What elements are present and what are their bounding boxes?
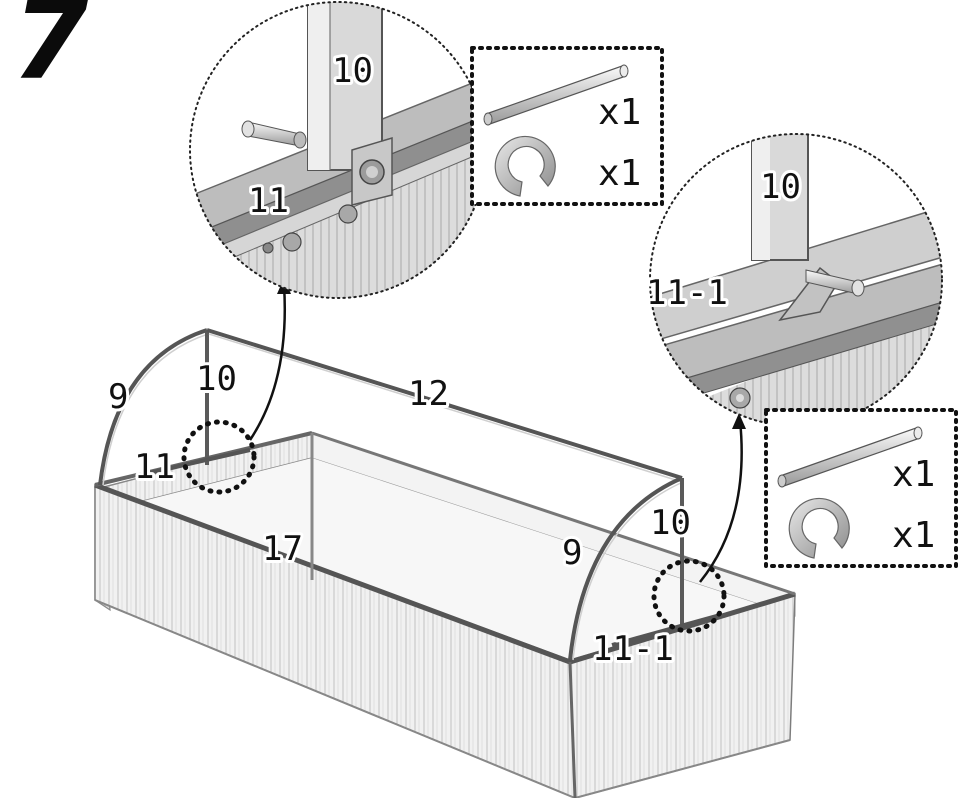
e-clip-icon bbox=[788, 497, 850, 559]
label-part-10-left: 10 bbox=[196, 359, 237, 399]
parts-box-right bbox=[764, 408, 958, 568]
step-number: 7 bbox=[12, 0, 89, 104]
cold-frame-main bbox=[94, 328, 796, 798]
label-part-9-right: 9 bbox=[562, 533, 582, 573]
label-part-17: 17 bbox=[262, 529, 303, 569]
pin-icon bbox=[777, 426, 923, 488]
detail-left-label-10: 10 bbox=[332, 51, 373, 91]
parts-right-clip-qty: x1 bbox=[892, 515, 935, 556]
parts-right-pin-qty: x1 bbox=[892, 454, 935, 495]
label-part-12: 12 bbox=[408, 374, 449, 414]
label-part-9-left: 9 bbox=[108, 377, 128, 417]
parts-left-clip-qty: x1 bbox=[598, 153, 641, 194]
parts-left-pin-qty: x1 bbox=[598, 92, 641, 133]
parts-box-left bbox=[470, 46, 664, 206]
detail-view-left bbox=[189, 1, 487, 299]
e-clip-icon bbox=[494, 135, 556, 197]
detail-right-label-10: 10 bbox=[760, 167, 801, 207]
focus-circle-left bbox=[181, 419, 257, 495]
label-part-11-1: 11-1 bbox=[592, 629, 674, 669]
detail-right-label-11-1: 11-1 bbox=[646, 273, 728, 313]
pin-icon bbox=[483, 64, 629, 126]
detail-left-label-11: 11 bbox=[248, 181, 289, 221]
label-part-10-right: 10 bbox=[650, 503, 691, 543]
focus-circle-right bbox=[651, 558, 727, 634]
label-part-11: 11 bbox=[134, 447, 175, 487]
